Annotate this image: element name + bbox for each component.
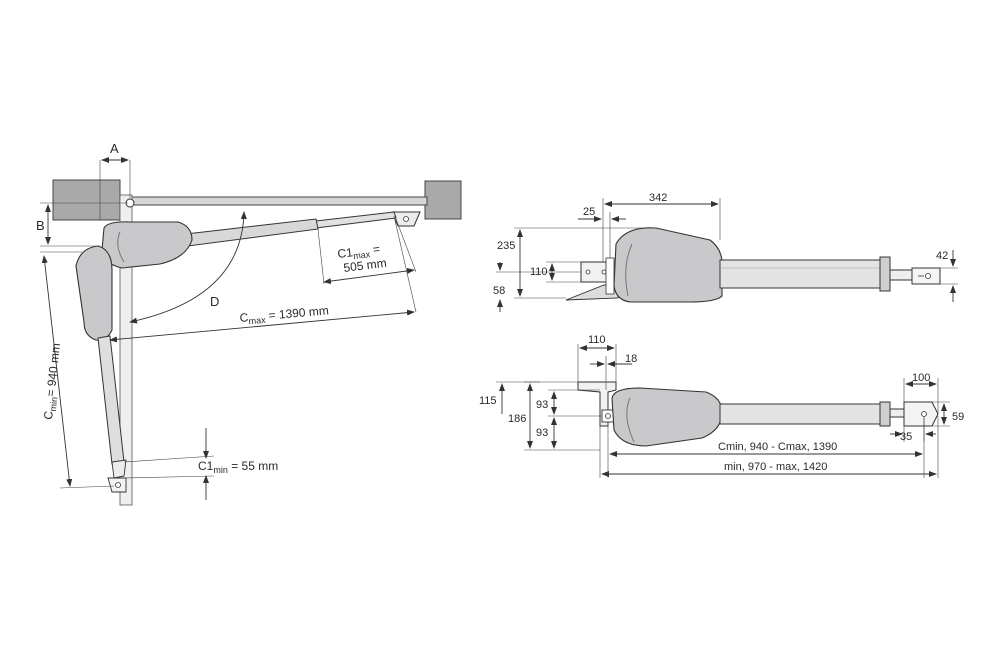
extended-actuator-tube: [185, 218, 319, 247]
plan-dim-115: 115: [479, 395, 497, 407]
cmin-label: Cmin= 940 mm: [41, 342, 65, 420]
gate-beam: [130, 196, 428, 206]
plan-actuator-tube: [719, 403, 891, 425]
plan-dim-100: 100: [912, 372, 930, 384]
plan-view: 110 18 115 186 93 93 100 59: [479, 334, 964, 478]
c1max-label: C1max =: [337, 242, 381, 263]
right-wall-block: [424, 180, 462, 220]
c1max-value: 505 mm: [343, 256, 388, 275]
dim-342: 342: [649, 192, 667, 204]
plan-dim-93-upper: 93: [536, 399, 548, 411]
plan-dim-59: 59: [952, 411, 964, 423]
installation-view: A B D C1max = 505 mm Cmax = 1390 mm Cmin…: [36, 141, 462, 506]
plan-dim-93-lower: 93: [536, 427, 548, 439]
plan-cmin-cmax: Cmin, 940 - Cmax, 1390: [718, 441, 837, 453]
dim-42: 42: [936, 250, 948, 262]
rear-plan-bracket: [903, 401, 939, 427]
actuator-tube: [719, 259, 891, 289]
dim-58: 58: [493, 285, 505, 297]
plan-motor-housing: [611, 387, 723, 447]
label-b: B: [36, 218, 45, 233]
label-a: A: [110, 141, 119, 156]
extended-actuator-motor: [101, 221, 193, 269]
c1min-label: C1min = 55 mm: [198, 459, 278, 475]
plan-dim-110: 110: [588, 334, 606, 346]
gate-post: [119, 194, 133, 506]
label-d: D: [210, 294, 219, 309]
motor-housing: [613, 227, 723, 303]
plan-dim-186: 186: [508, 413, 526, 425]
cmax-label: Cmax = 1390 mm: [239, 303, 329, 327]
side-elevation-view: 342 25 235 110 58 42: [493, 192, 958, 312]
left-wall-block: [52, 179, 121, 221]
plan-min-max: min, 970 - max, 1420: [724, 461, 827, 473]
retracted-actuator-motor: [75, 245, 113, 341]
plan-dim-18: 18: [625, 353, 637, 365]
dim-25: 25: [583, 206, 595, 218]
plan-dim-35: 35: [900, 431, 912, 443]
dim-235: 235: [497, 240, 515, 252]
